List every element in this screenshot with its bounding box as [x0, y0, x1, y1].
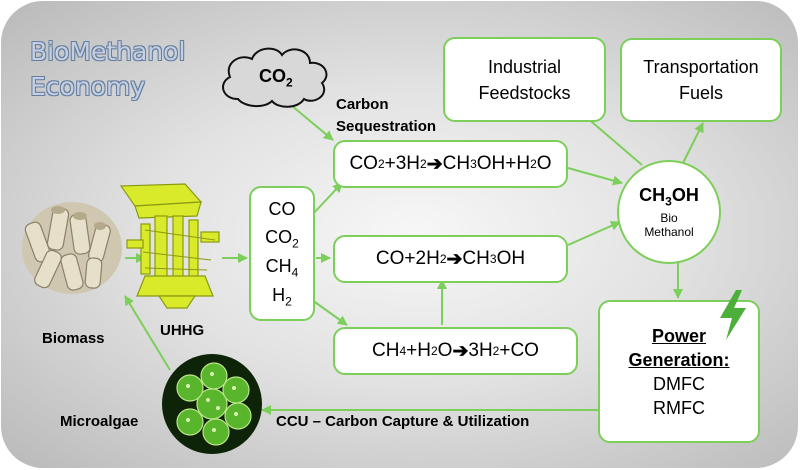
arrow-r2-to-methanol [567, 221, 621, 246]
diagram-title-line2: Economy [30, 72, 146, 101]
cloud-co2-sub: 2 [286, 75, 293, 90]
r3-o: O [437, 340, 453, 361]
methanol-line3: Methanol [644, 225, 694, 240]
r1-sub2: 2 [420, 157, 427, 171]
arrow-syngas-to-r1 [311, 182, 343, 216]
r3-sub4: 2 [492, 344, 500, 358]
r2-arrow: ➔ [446, 248, 463, 270]
syngas-co-text: CO [268, 198, 296, 219]
r2-oh: OH [496, 248, 526, 269]
industrial-line1: Industrial [487, 56, 562, 77]
uhhg-label: UHHG [160, 322, 205, 339]
r1-oh-h: OH+H [476, 153, 531, 174]
transportation-fuels-box: Transportation Fuels [620, 38, 782, 122]
power-line4: RMFC [653, 397, 705, 418]
cloud-icon [222, 47, 328, 108]
r3-plus-co: +CO [499, 340, 539, 361]
uhhg-reactor-icon [119, 183, 220, 309]
carbon-sequestration-line1: Carbon [336, 96, 389, 113]
syngas-h2-sub: 2 [285, 294, 292, 309]
biomass-pellets-image [22, 202, 122, 294]
syngas-co2-text: CO [265, 227, 293, 248]
r3-ch: CH [372, 340, 400, 361]
r2-sub1: 2 [439, 252, 447, 266]
arrow-syngas-to-r3 [311, 299, 348, 326]
microalgae-cell-icon [162, 354, 262, 454]
syngas-box: CO CO2 CH4 H2 [249, 186, 315, 321]
industrial-line2: Feedstocks [478, 82, 571, 103]
r2-sub2: 3 [489, 252, 497, 266]
carbon-sequestration-line2: Sequestration [336, 118, 437, 135]
methanol-formula: CH3OH [639, 185, 699, 209]
r3-plus-h: +H [406, 340, 431, 361]
arrow-r1-to-methanol [567, 167, 623, 186]
r1-sub3: 3 [470, 157, 477, 171]
industrial-feedstocks-box: Industrial Feedstocks [443, 37, 606, 122]
arrow-cloud-to-r1 [291, 105, 334, 141]
syngas-co: CO [269, 199, 296, 223]
lightning-bolt-icon [720, 290, 746, 340]
syngas-co2: CO2 [265, 227, 299, 251]
methanol-line2: Bio [660, 211, 678, 226]
methanol-sub: 3 [665, 194, 672, 209]
r1-ch: CH [442, 153, 471, 174]
power-line3: DMFC [653, 373, 705, 394]
r1-arrow: ➔ [426, 153, 443, 175]
biomass-label: Biomass [42, 330, 105, 347]
methanol-oh: OH [671, 184, 699, 205]
microalgae-label: Microalgae [60, 413, 139, 430]
syngas-h2-text: H [272, 284, 286, 305]
arrow-microalgae-to-biomass [124, 295, 171, 371]
r2-ch: CH [462, 248, 490, 269]
methanol-ch: CH [639, 184, 666, 205]
r1-plus-h: +3H [384, 153, 421, 174]
r1-sub4: 2 [530, 157, 537, 171]
r2-co-2h: CO+2H [375, 248, 440, 269]
r3-sub1: 4 [399, 344, 407, 358]
power-line2: Generation: [628, 349, 730, 370]
syngas-co2-sub: 2 [292, 236, 299, 251]
syngas-ch4: CH4 [266, 256, 299, 280]
r1-sub1: 2 [377, 157, 385, 171]
r1-co: CO [349, 153, 378, 174]
syngas-ch4-text: CH [265, 256, 292, 277]
syngas-h2: H2 [272, 285, 292, 309]
ccu-label: CCU – Carbon Capture & Utilization [276, 413, 530, 430]
power-line1: Power [651, 325, 707, 346]
r3-arrow: ➔ [452, 340, 469, 362]
r3-3h: 3H [468, 340, 493, 361]
syngas-ch4-sub: 4 [291, 265, 299, 280]
diagram-title-line1: BioMethanol [30, 37, 186, 66]
r1-o: O [536, 153, 552, 174]
bio-methanol-node: CH3OH Bio Methanol [617, 160, 721, 264]
cloud-co2-base: CO [259, 66, 286, 86]
arrow-methanol-to-transportation [682, 122, 704, 164]
r3-sub2: 2 [430, 344, 438, 358]
transportation-line2: Fuels [678, 83, 723, 103]
transportation-line1: Transportation [643, 57, 759, 77]
cloud-co2-label: CO2 [259, 66, 293, 90]
